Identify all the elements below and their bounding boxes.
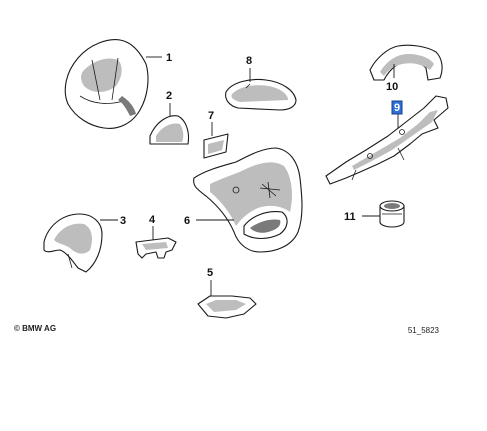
copyright-label: © BMW AG	[14, 324, 57, 333]
callout-part-1: 1	[166, 52, 172, 64]
part-1-front-fairing[interactable]	[64, 39, 149, 129]
callout-part-9: 9	[394, 102, 400, 114]
callout-part-11: 11	[344, 211, 356, 223]
part-2-cap[interactable]	[149, 115, 190, 145]
part-7-cover-plate[interactable]	[203, 133, 229, 159]
callout-part-2: 2	[166, 90, 172, 102]
callout-part-9-highlight	[391, 100, 403, 115]
callout-part-4: 4	[149, 214, 156, 226]
part-10-top-bracket[interactable]	[369, 44, 443, 81]
callout-part-5: 5	[207, 267, 213, 279]
part-6-inner-fairing[interactable]	[193, 147, 303, 253]
part-11-sleeve[interactable]	[379, 200, 405, 228]
part-5-lower-trim[interactable]	[197, 295, 257, 319]
callout-part-8: 8	[246, 55, 252, 67]
callout-part-10: 10	[386, 81, 398, 93]
part-4-bracket[interactable]	[135, 237, 177, 259]
diagram-code: 51_5823	[407, 326, 439, 335]
callout-part-6: 6	[184, 215, 190, 227]
part-9-mounting-bracket[interactable]	[325, 95, 449, 185]
callout-part-3: 3	[120, 215, 126, 227]
callout-part-7: 7	[208, 110, 214, 122]
part-8-upper-cover[interactable]	[225, 78, 297, 111]
part-3-side-panel[interactable]	[43, 213, 103, 273]
